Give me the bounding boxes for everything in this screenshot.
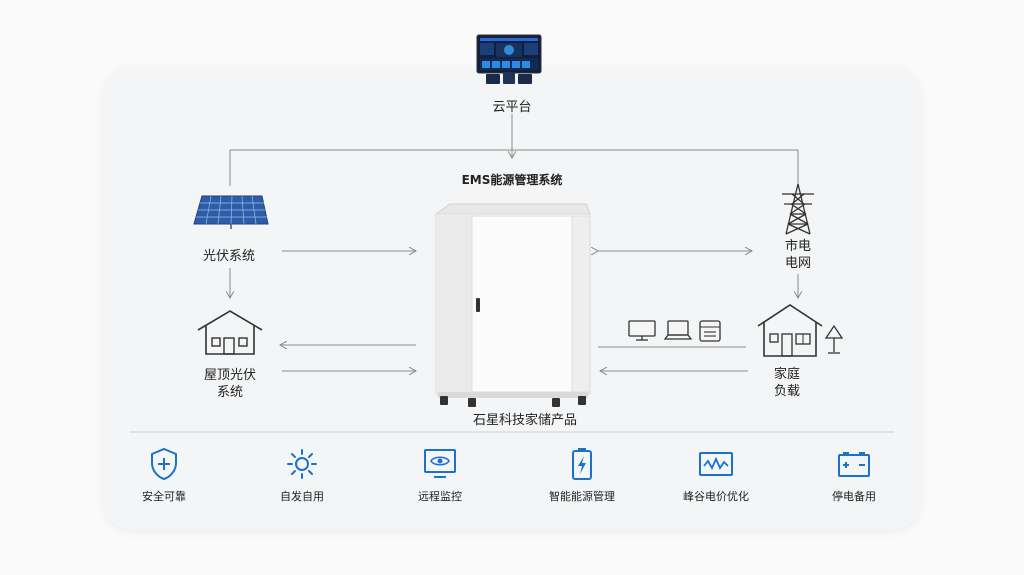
cloud-dashboard-icon: [476, 34, 542, 84]
grid-label-line2: 电网: [784, 256, 811, 271]
product-label: 石星科技家储产品: [472, 413, 577, 428]
rooftop-pv-label: 屋顶光伏 系统: [190, 367, 270, 401]
wave-chart-icon: [699, 452, 733, 476]
home-load-label-line2: 负载: [773, 384, 800, 399]
feature-label-backup: 停电备用: [832, 490, 876, 503]
home-load-label-line1: 家庭: [773, 367, 800, 382]
grid-label: 市电 电网: [770, 238, 826, 272]
home-house-icon: [757, 304, 823, 357]
storage-cabinet: [434, 203, 591, 407]
shield-plus-icon: [151, 447, 177, 481]
home-load-label: 家庭 负载: [762, 366, 812, 400]
rooftop-house-icon: [197, 310, 263, 355]
rooftop-pv-label-line2: 系统: [216, 385, 243, 400]
tv-icon: [628, 320, 656, 341]
laptop-icon: [664, 320, 692, 340]
battery-bolt-icon: [572, 448, 592, 480]
feature-label-self-use: 自发自用: [280, 490, 324, 503]
power-tower-icon: [782, 183, 814, 235]
feature-label-peak-valley: 峰谷电价优化: [683, 490, 749, 503]
feature-label-smart-energy: 智能能源管理: [549, 490, 615, 503]
sun-icon: [287, 449, 317, 479]
top-bracket-line: [229, 149, 799, 186]
ems-title: EMS能源管理系统: [461, 173, 563, 187]
lamp-icon: [824, 324, 844, 354]
monitor-eye-icon: [424, 449, 456, 478]
appliance-icon: [699, 320, 721, 342]
cloud-platform-label: 云平台: [492, 100, 532, 115]
rooftop-pv-label-line1: 屋顶光伏: [203, 368, 256, 383]
battery-plus-minus-icon: [838, 452, 870, 477]
feature-label-remote-monitoring: 远程监控: [418, 490, 462, 503]
feature-label-safety: 安全可靠: [142, 490, 186, 503]
solar-panel-icon: [193, 195, 269, 229]
pv-system-label: 光伏系统: [202, 249, 255, 264]
grid-label-line1: 市电: [784, 239, 811, 254]
